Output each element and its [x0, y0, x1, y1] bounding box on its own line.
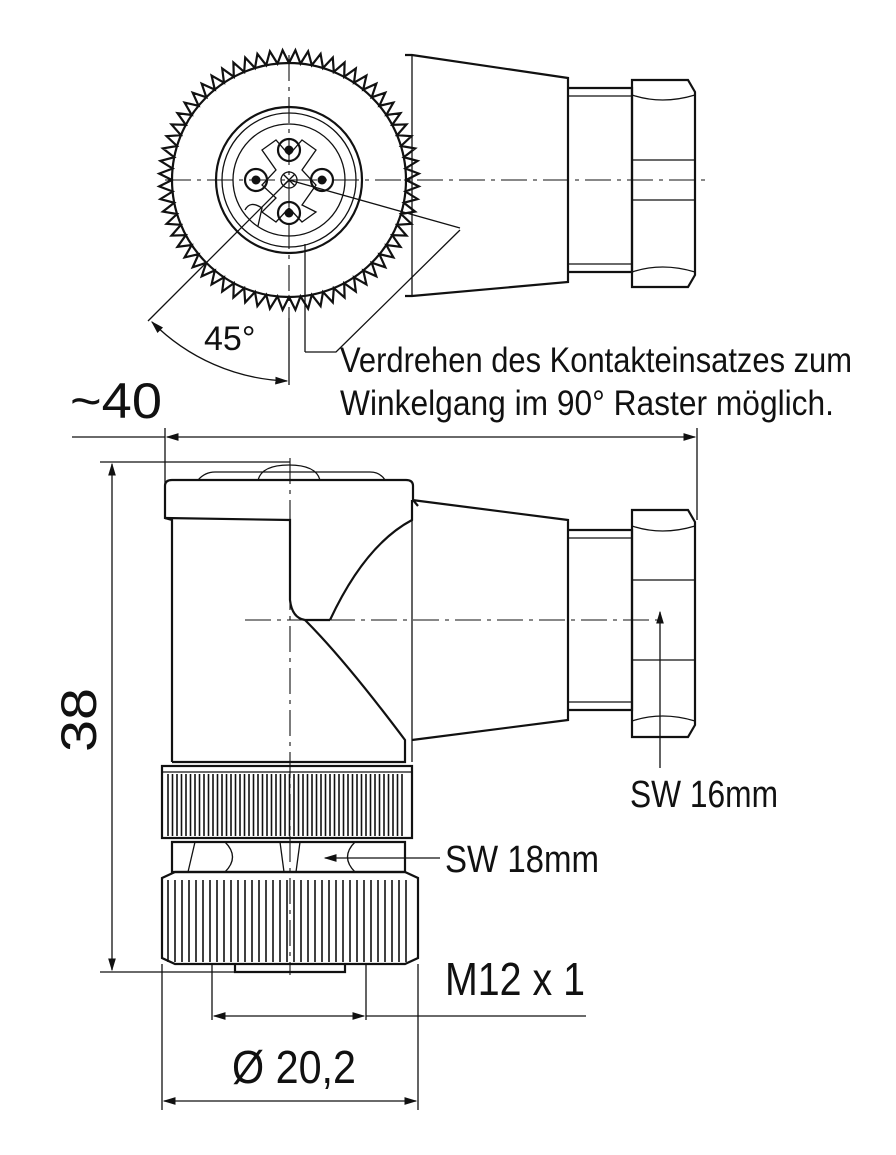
thread-dimension [211, 964, 586, 1020]
note-line-2: Winkelgang im 90° Raster möglich. [340, 384, 834, 423]
side-view [160, 458, 697, 975]
sw-body-label: SW 18mm [445, 839, 599, 881]
angle-label: 45° [204, 320, 255, 358]
note-line-1: Verdrehen des Kontakteinsatzes zum [340, 341, 852, 380]
height-dimension [100, 461, 290, 973]
diameter-dimension [161, 964, 419, 1110]
top-view [147, 47, 705, 385]
knurl-lower [167, 880, 407, 962]
height-label: 38 [51, 688, 107, 752]
sw-nut-label: SW 16mm [630, 774, 778, 816]
diameter-label: Ø 20,2 [232, 1041, 356, 1093]
thread-label: M12 x 1 [445, 953, 585, 1005]
knurl-upper [167, 774, 403, 836]
width-label: ~40 [70, 373, 162, 429]
width-dimension [72, 428, 698, 520]
